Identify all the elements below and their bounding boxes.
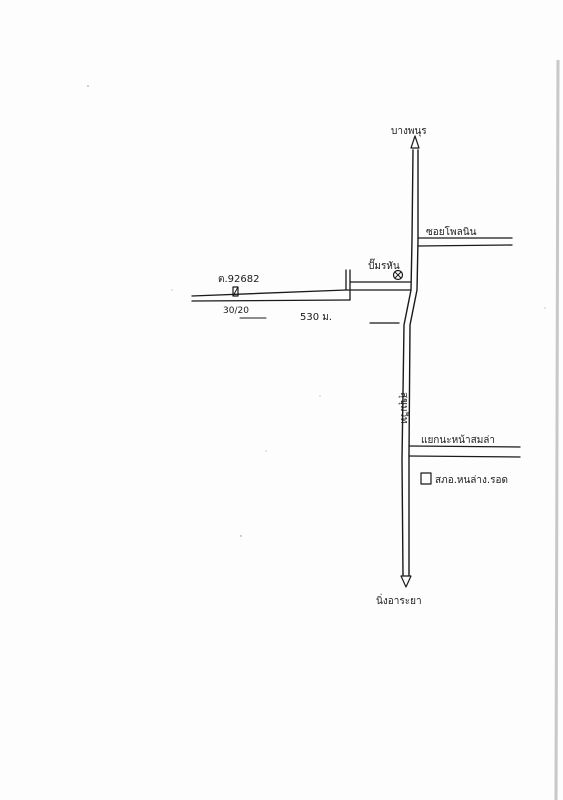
land-parcel-label: ต.92682	[218, 274, 259, 285]
police-station-label: สภอ.หนล่าง.รอด	[435, 475, 508, 486]
parcel-marker-icon	[232, 286, 239, 297]
main-road-label: สุขุมวิท	[398, 392, 409, 424]
side-road-bottom-label: แยกนะหน้าสมล่า	[421, 434, 495, 446]
side-road-top-label: ซอยโพลนิน	[426, 225, 477, 238]
side-road-top	[417, 237, 513, 247]
distance-label: 530 ม.	[300, 312, 332, 323]
square-icon	[420, 472, 432, 485]
main-road	[401, 149, 419, 576]
scan-edge	[554, 59, 560, 800]
lot-size-label: 30/20	[223, 306, 249, 316]
access-road	[191, 269, 412, 302]
south-arrow-icon	[400, 575, 412, 588]
north-destination-label: บางพนุร	[391, 126, 427, 137]
scan-specks	[87, 85, 546, 537]
side-road-bottom	[408, 445, 521, 458]
landmark-station-label: ปั๊มรหัน	[368, 258, 400, 272]
north-arrow-icon	[410, 135, 420, 149]
south-destination-label: นิ่งอาระยา	[376, 593, 422, 607]
circled-x-icon	[392, 269, 404, 281]
